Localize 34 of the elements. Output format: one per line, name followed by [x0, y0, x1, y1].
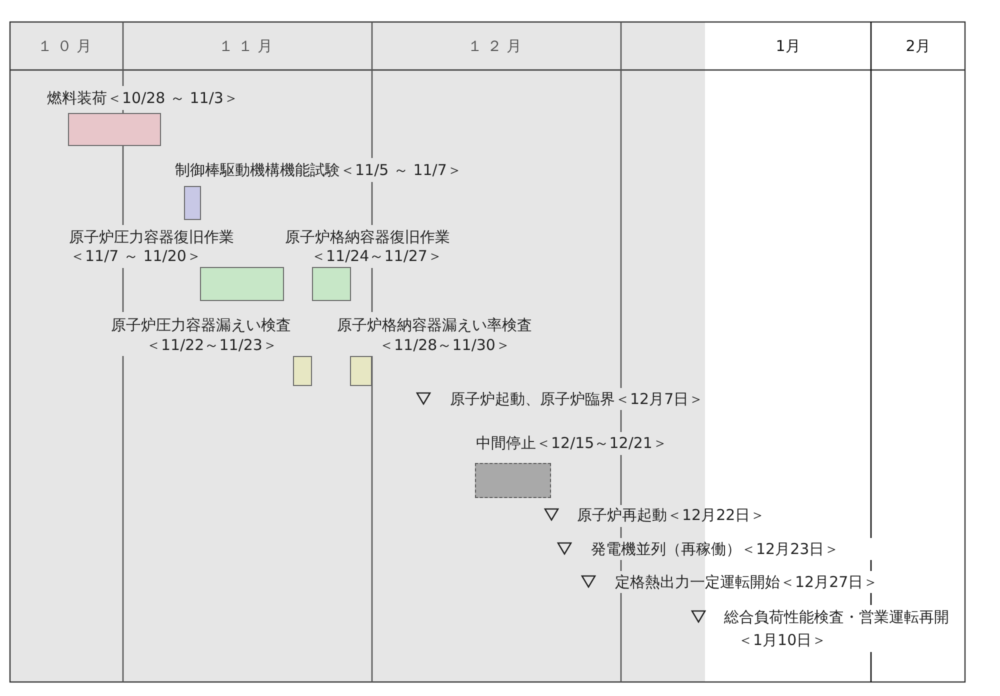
milestone-triangle-icon — [691, 610, 706, 623]
milestone-label: 原子炉再起動＜12月22日＞ — [577, 505, 766, 525]
task-label: 原子炉圧力容器復旧作業 — [69, 227, 234, 247]
task-label: 中間停止＜12/15～12/21＞ — [476, 433, 668, 453]
task-label: ＜11/22～11/23＞ — [146, 335, 278, 355]
task-label: 原子炉格納容器復旧作業 — [285, 227, 450, 247]
month-header: １１月 — [218, 36, 277, 57]
month-header: １２月 — [467, 36, 526, 57]
schedule-bar — [293, 356, 312, 386]
milestone-label: 原子炉起動、原子炉臨界＜12月7日＞ — [450, 389, 704, 409]
task-label: ＜11/24～11/27＞ — [311, 246, 442, 266]
dashed-schedule-bar — [475, 463, 551, 498]
schedule-bar — [350, 356, 372, 386]
month-header: １０月 — [37, 36, 96, 57]
schedule-bar — [200, 267, 284, 301]
milestone-triangle-icon — [544, 508, 559, 521]
milestone-triangle-icon — [557, 542, 572, 555]
milestone-label: ＜1月10日＞ — [738, 630, 827, 650]
task-label: 燃料装荷＜10/28 ～ 11/3＞ — [47, 88, 238, 108]
milestone-triangle-icon — [416, 392, 431, 405]
milestone-label: 発電機並列（再稼働）＜12月23日＞ — [591, 539, 840, 559]
milestone-triangle-icon — [581, 575, 596, 588]
task-label: ＜11/7 ～ 11/20＞ — [70, 246, 202, 266]
month-header: 1月 — [776, 36, 800, 57]
month-header: 2月 — [906, 36, 930, 57]
task-label: 制御棒駆動機構機能試験＜11/5 ～ 11/7＞ — [175, 160, 462, 180]
task-label: ＜11/28～11/30＞ — [379, 335, 510, 355]
milestone-label: 定格熱出力一定運転開始＜12月27日＞ — [615, 572, 878, 592]
schedule-bar — [68, 113, 161, 146]
schedule-bar — [184, 186, 201, 220]
milestone-label: 総合負荷性能検査・営業運転再開 — [724, 607, 949, 627]
task-label: 原子炉圧力容器漏えい検査 — [111, 315, 291, 335]
task-label: 原子炉格納容器漏えい率検査 — [337, 315, 532, 335]
schedule-bar — [312, 267, 351, 301]
